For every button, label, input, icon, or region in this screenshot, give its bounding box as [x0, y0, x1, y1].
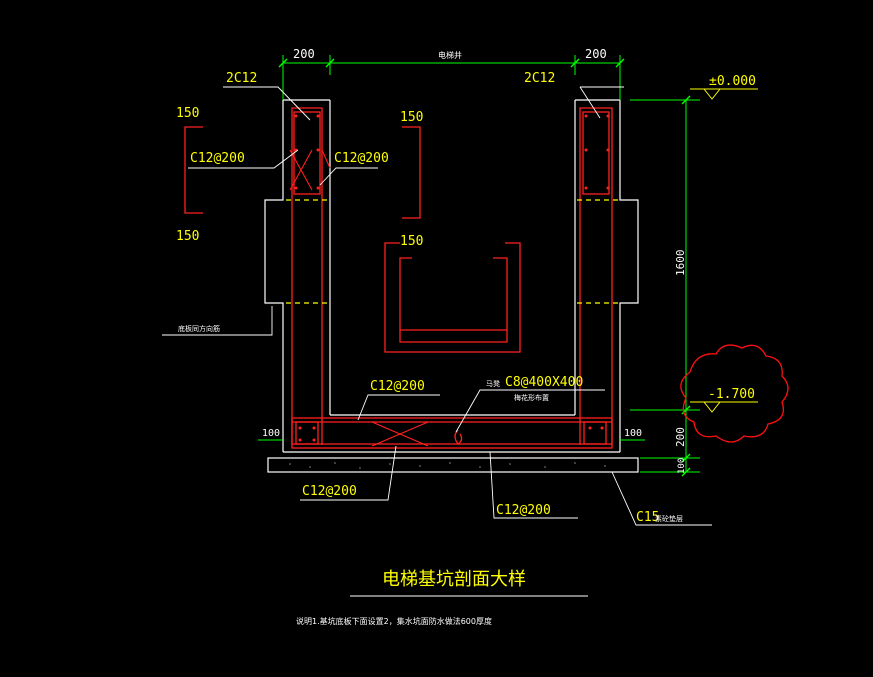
leader-2c12-right-b — [579, 86, 601, 119]
right-wall-outer — [619, 100, 639, 452]
label-slab-top: C12@200 — [370, 379, 425, 394]
sump-outer — [384, 242, 521, 353]
bracket-mid — [402, 126, 421, 219]
leader-side-note — [162, 306, 273, 336]
label-2c12-left: 2C12 — [226, 71, 257, 86]
elevation-marks — [690, 88, 758, 413]
leader-c12-mid — [319, 167, 378, 186]
revision-cloud — [680, 344, 789, 443]
leader-bar-chair — [455, 389, 605, 433]
label-slab-bottom-left: C12@200 — [302, 484, 357, 499]
label-bar-chair: C8@400X400 — [505, 375, 583, 390]
label-150-b: 150 — [176, 229, 199, 244]
rebar-dots — [294, 114, 610, 442]
leader-2c12-left — [223, 86, 311, 121]
label-150-a: 150 — [176, 106, 199, 121]
label-side-note: 底板同方向筋 — [178, 324, 220, 333]
dim-top-mid: 电梯井 — [438, 50, 462, 60]
label-c15-note: 素砼垫层 — [655, 514, 683, 523]
label-stirrup-left: C12@200 — [190, 151, 245, 166]
elevation-top: ±0.000 — [709, 74, 756, 89]
elev-bottom-triangle — [703, 401, 721, 413]
drawing-title: 电梯基坑剖面大样 — [382, 569, 526, 590]
slab-rebar-cage — [291, 417, 613, 449]
dim-right-slab: 200 — [674, 427, 687, 447]
leader-slab-top — [357, 394, 440, 421]
label-2c12-right: 2C12 — [524, 71, 555, 86]
leader-slab-bottom-right — [489, 451, 578, 519]
right-wall-rebar — [579, 107, 613, 445]
leader-c12-left — [188, 149, 299, 169]
label-150-d: 150 — [400, 234, 423, 249]
label-bar-chair-prefix: 马凳 — [486, 379, 500, 388]
dim-right-total: 1600 — [674, 250, 687, 277]
concrete-outline — [264, 99, 639, 473]
slab-right-corner — [583, 421, 607, 445]
dimension-ticks — [278, 58, 691, 477]
label-slab-bottom-right: C12@200 — [496, 503, 551, 518]
c15-base-hatch — [289, 462, 606, 469]
dim-right-base: 100 — [677, 458, 687, 474]
label-150-c: 150 — [400, 110, 423, 125]
dim-bottom-left: 100 — [262, 428, 280, 439]
dim-top-left: 200 — [293, 47, 315, 61]
left-wall-outer — [264, 100, 284, 335]
slab-left-corner — [295, 421, 319, 445]
bracket-left — [184, 126, 203, 214]
elevation-bottom: -1.700 — [708, 387, 755, 402]
dim-bottom-right: 100 — [624, 428, 642, 439]
bar-chair-hook — [454, 429, 463, 445]
label-stirrup-mid: C12@200 — [334, 151, 389, 166]
bar-crossings — [289, 149, 429, 447]
left-wall-rebar — [291, 107, 323, 445]
sump-inner — [399, 257, 508, 343]
c15-base-outline — [267, 457, 639, 473]
leader-c15 — [611, 471, 712, 526]
leader-slab-bottom-left — [300, 445, 397, 501]
rebar-lines — [184, 107, 613, 449]
dim-top-right: 200 — [585, 47, 607, 61]
leader-lines — [162, 86, 712, 526]
drawing-note: 说明1.基坑底板下面设置2，集水坑面防水做法600厚度 — [296, 616, 492, 626]
label-bar-chair-note: 梅花形布置 — [514, 393, 549, 402]
label-c15: C15 — [636, 510, 659, 525]
construction-joints — [286, 199, 618, 304]
elev-top-triangle — [703, 88, 721, 100]
